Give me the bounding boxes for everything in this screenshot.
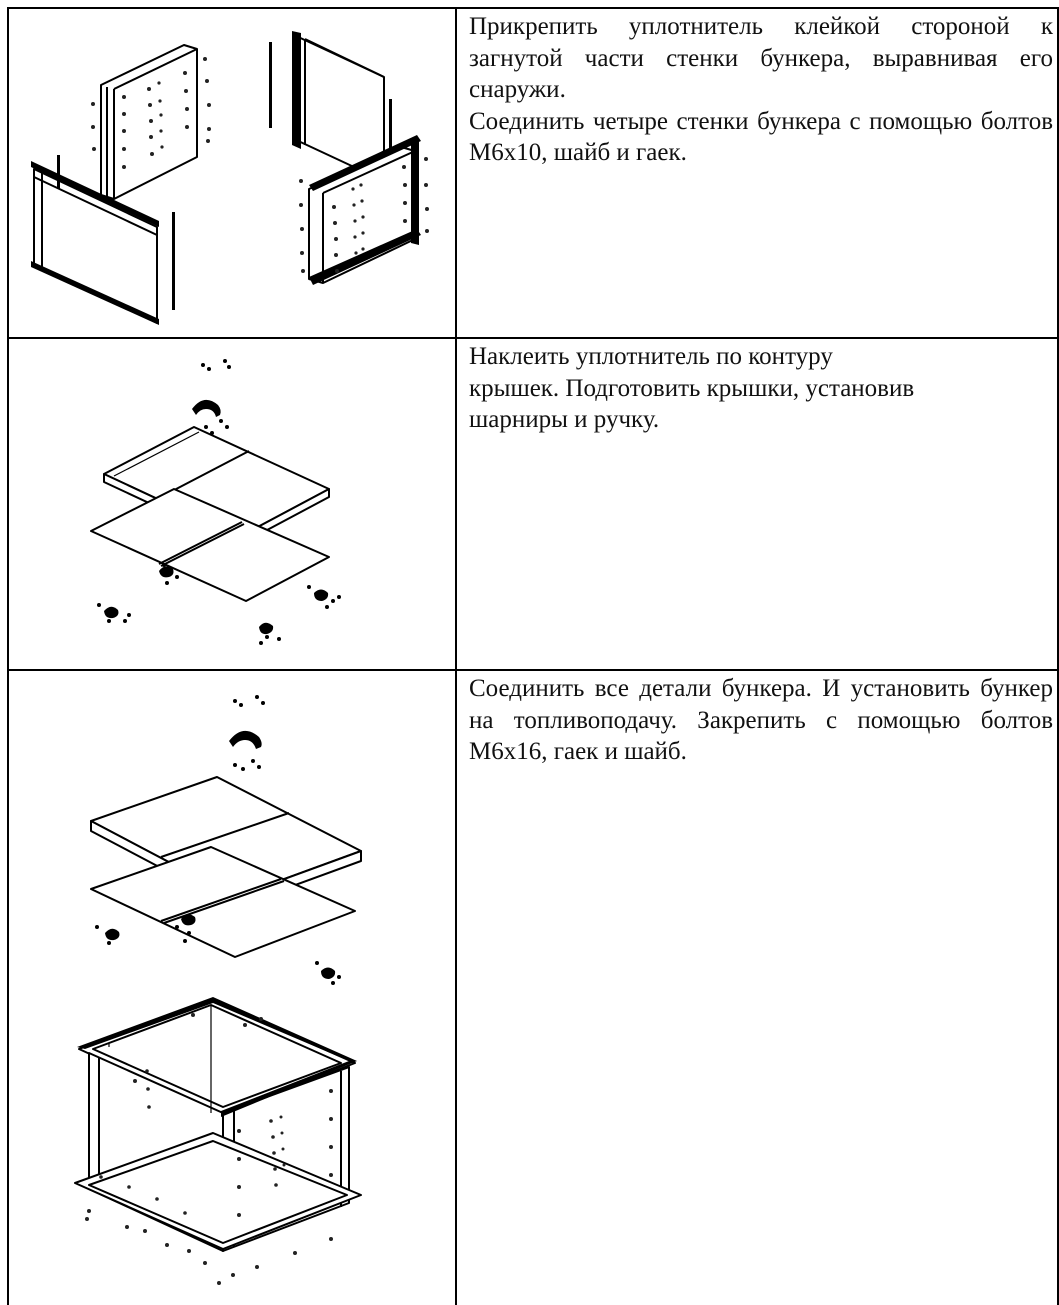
hopper-assembly-illustration — [74, 695, 362, 1285]
step-3-figure-cell — [7, 669, 457, 1305]
handle-part — [192, 359, 231, 435]
step-1-paragraph-1: Прикрепить уплотнитель клейкой стороной … — [469, 13, 1053, 103]
step-1-paragraph-2: Соединить четыре стенки бункера с помощь… — [469, 107, 1053, 167]
step-1-text-cell: Прикрепить уплотнитель клейкой стороной … — [455, 7, 1059, 339]
instruction-sheet: Прикрепить уплотнитель клейкой стороной … — [7, 7, 1059, 1305]
step-row-3: Соединить все детали бункера. И установи… — [7, 669, 1059, 1305]
step-1-instructions: Прикрепить уплотнитель клейкой стороной … — [469, 11, 1053, 169]
assembly-steps-table: Прикрепить уплотнитель клейкой стороной … — [7, 7, 1059, 1305]
step-row-2: Наклеить уплотнитель по контуру крышек. … — [7, 337, 1059, 671]
step-3-instructions: Соединить все детали бункера. И установи… — [469, 673, 1053, 768]
step-1-figure-cell — [7, 7, 457, 339]
hopper-walls-illustration — [31, 31, 429, 325]
step-3-text-cell: Соединить все детали бункера. И установи… — [455, 669, 1059, 1305]
step-2-instructions: Наклеить уплотнитель по контуру крышек. … — [469, 341, 1053, 436]
step-2-paragraph-1: Наклеить уплотнитель по контуру крышек. … — [469, 343, 915, 433]
lids-illustration — [90, 359, 341, 645]
hinge-parts — [97, 563, 341, 645]
step-2-text-cell: Наклеить уплотнитель по контуру крышек. … — [455, 337, 1059, 671]
step-row-1: Прикрепить уплотнитель клейкой стороной … — [7, 7, 1059, 339]
step-3-paragraph-1: Соединить все детали бункера. И установи… — [469, 675, 1053, 765]
step-2-figure-cell — [7, 337, 457, 671]
